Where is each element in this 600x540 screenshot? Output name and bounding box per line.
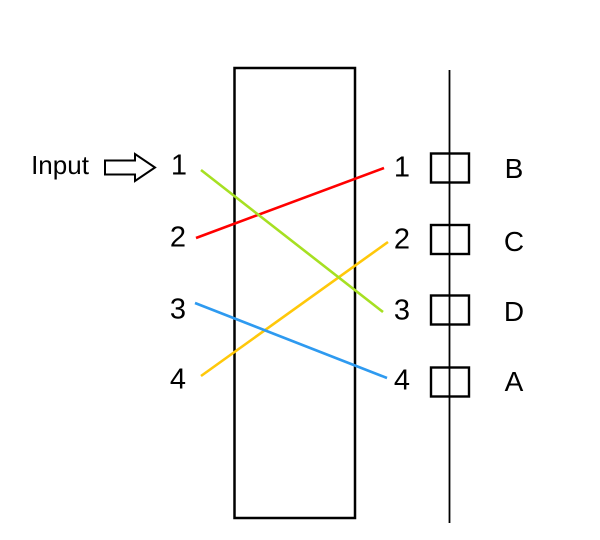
output-port-label-4: 4	[393, 364, 411, 397]
input-port-label-3: 3	[169, 293, 187, 326]
input-label: Input	[31, 150, 89, 180]
input-port-label-2: 2	[169, 221, 187, 254]
output-letter-4: A	[504, 366, 524, 397]
output-box-3	[429, 294, 471, 326]
input-arrow-icon	[104, 152, 157, 183]
connection-line-input4-output2	[200, 240, 389, 378]
output-port-label-1: 1	[393, 151, 411, 184]
connection-line-input1-output3	[200, 168, 384, 314]
connection-line-input3-output4	[194, 301, 388, 380]
connection-line-input2-output1	[195, 166, 385, 240]
output-box-2	[429, 223, 471, 256]
output-letter-2: C	[503, 226, 525, 257]
output-port-label-2: 2	[393, 223, 411, 256]
output-letter-1: B	[504, 153, 524, 184]
output-box-4	[429, 366, 471, 398]
switch-box	[233, 66, 357, 520]
input-port-label-1: 1	[170, 149, 188, 182]
input-port-label-4: 4	[169, 363, 187, 396]
output-port-label-3: 3	[393, 294, 411, 327]
output-box-1	[429, 152, 471, 184]
output-letter-3: D	[503, 296, 525, 327]
